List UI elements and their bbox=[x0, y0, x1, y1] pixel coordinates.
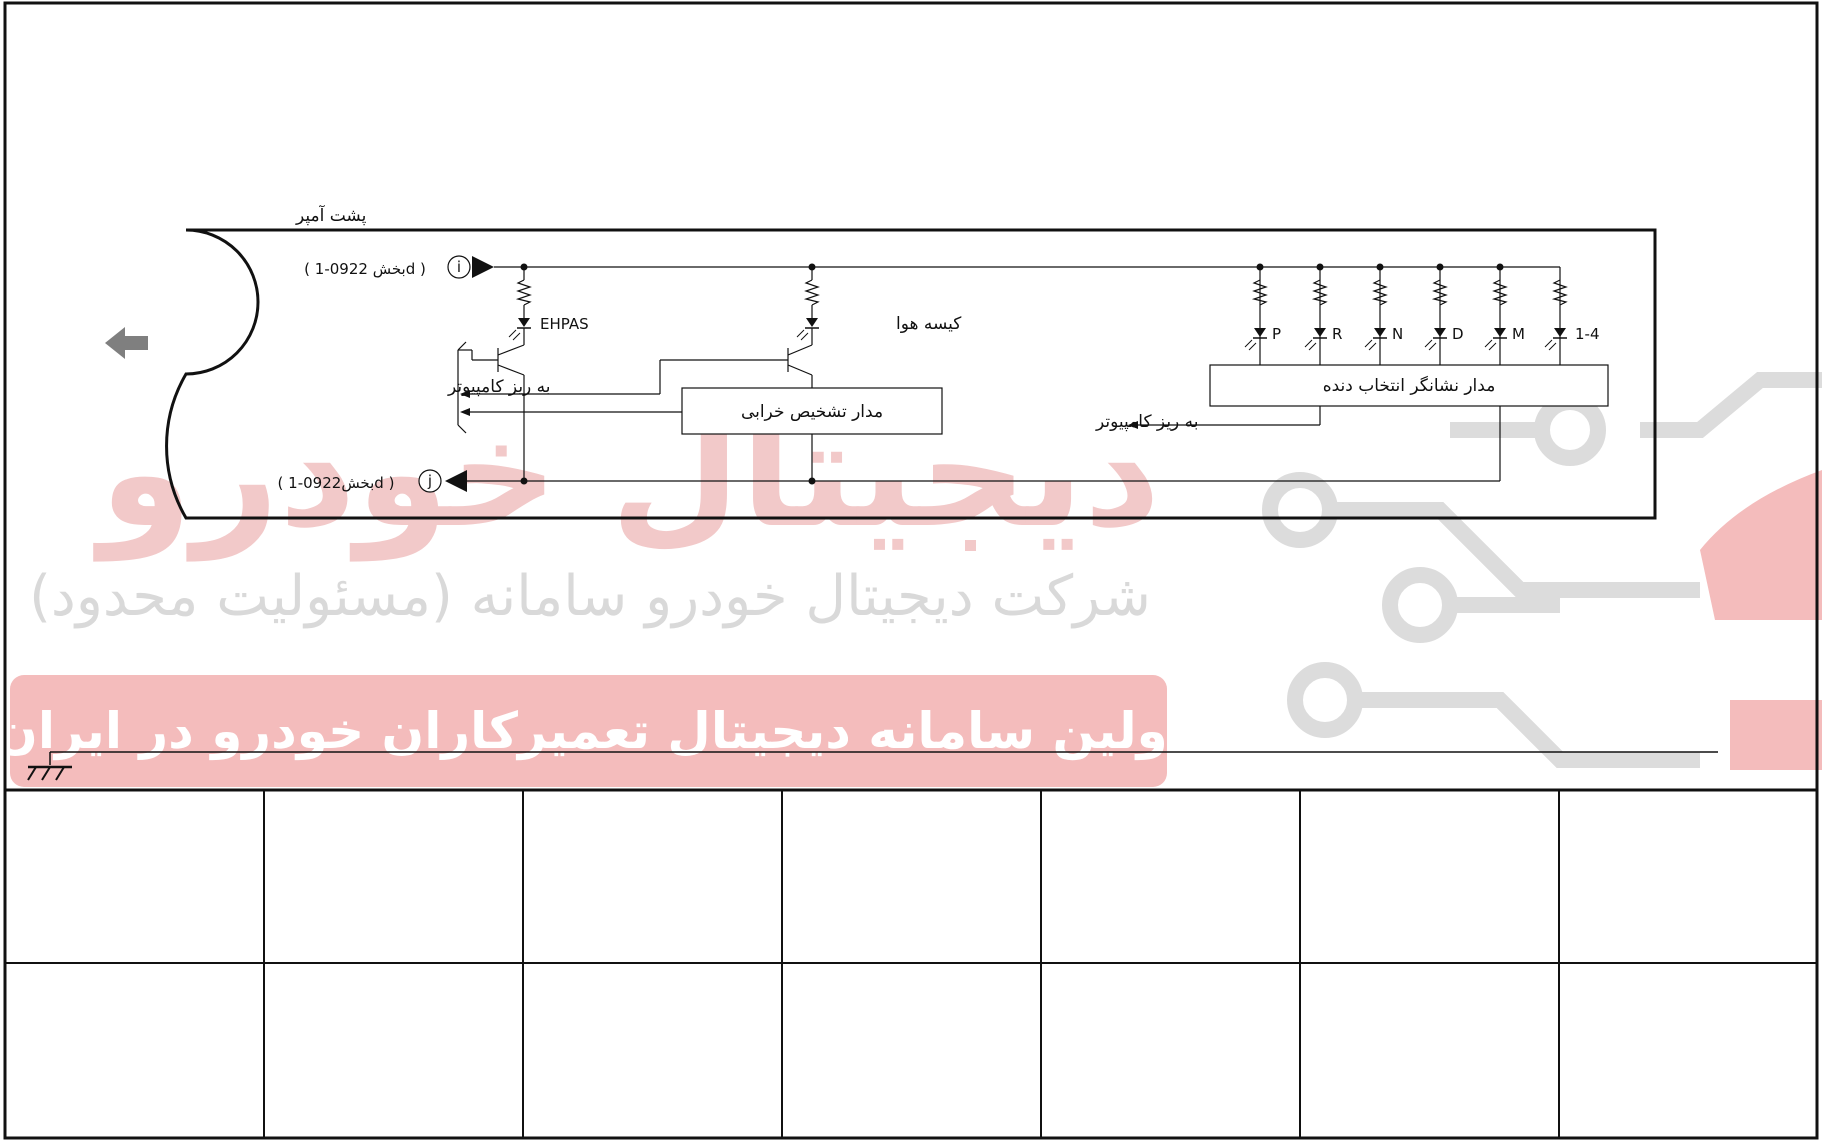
amp-back-label: پشت آمپر bbox=[295, 204, 367, 226]
watermark: دیجیتال خودرو شرکت دیجیتال خودرو سامانه … bbox=[0, 372, 1822, 787]
connector-i-label: ( بخش 0922-1d ) bbox=[304, 260, 426, 278]
resistor-airbag bbox=[803, 279, 820, 306]
resistor-p bbox=[1251, 279, 1268, 306]
page-frame bbox=[3, 1, 1819, 1140]
back-arrow-icon-shape bbox=[105, 327, 148, 359]
watermark-brand: دیجیتال خودرو bbox=[92, 387, 1160, 562]
gear-label-1-4: 1-4 bbox=[1575, 325, 1600, 343]
gear-label-d: D bbox=[1452, 325, 1464, 343]
gear-label-n: N bbox=[1392, 325, 1403, 343]
gear-leds bbox=[1244, 328, 1567, 351]
junction-dots bbox=[520, 263, 1504, 485]
connector-i: i ( بخش 0922-1d ) bbox=[304, 255, 494, 279]
resistor-n bbox=[1371, 279, 1388, 306]
resistor-r bbox=[1311, 279, 1328, 306]
car-logo-shape-2 bbox=[1730, 700, 1822, 770]
gear-label-r: R bbox=[1332, 325, 1342, 343]
led-n-icon bbox=[1364, 328, 1387, 351]
ehpas-label: EHPAS bbox=[540, 315, 589, 333]
led-airbag-icon bbox=[796, 318, 819, 341]
airbag-label: کیسه هوا bbox=[896, 314, 962, 334]
fault-diagnosis-block: مدار تشخیص خرابی bbox=[681, 387, 943, 435]
led-ehpas-icon bbox=[508, 318, 531, 341]
resistor-m bbox=[1491, 279, 1508, 306]
resistor-d bbox=[1431, 279, 1448, 306]
connector-j-letter: j bbox=[427, 472, 432, 490]
watermark-banner bbox=[10, 675, 1167, 787]
resistors bbox=[515, 279, 1568, 306]
car-logo-shape bbox=[1700, 470, 1822, 620]
watermark-company: شرکت دیجیتال خودرو سامانه (مسئولیت محدود… bbox=[29, 564, 1151, 629]
resistor-1-4 bbox=[1551, 279, 1568, 306]
resistor-ehpas bbox=[515, 279, 532, 306]
connector-j-label: ( بخش0922-1d ) bbox=[278, 474, 395, 492]
connector-j: j ( بخش0922-1d ) bbox=[278, 469, 467, 493]
led-m-icon bbox=[1484, 328, 1507, 351]
ecu-arrows bbox=[460, 390, 1138, 429]
gear-label-m: M bbox=[1512, 325, 1525, 343]
to-ecu-left-label: به ریز کامپیوتر bbox=[447, 377, 551, 397]
led-d-icon bbox=[1424, 328, 1447, 351]
ground-bar bbox=[27, 751, 1718, 781]
back-arrow-icon bbox=[105, 327, 148, 359]
gear-led-labels: P R N D M 1-4 bbox=[1272, 325, 1600, 343]
gear-indicator-block: مدار نشانگر انتخاب دنده bbox=[1209, 364, 1609, 407]
connector-i-letter: i bbox=[457, 258, 461, 276]
watermark-tagline: اولین سامانه دیجیتال تعمیرکاران خودرو در… bbox=[0, 702, 1185, 761]
led-p-icon bbox=[1244, 328, 1267, 351]
to-ecu-mid-label: به ریز کامپیوتر bbox=[1095, 412, 1199, 432]
gear-led-wires bbox=[1259, 267, 1561, 365]
gear-label-p: P bbox=[1272, 325, 1281, 343]
gear-indicator-label: مدار نشانگر انتخاب دنده bbox=[1323, 375, 1496, 396]
car-circuit-logo bbox=[1262, 372, 1822, 768]
led-1-4-icon bbox=[1544, 328, 1567, 351]
led-r-icon bbox=[1304, 328, 1327, 351]
fault-diagnosis-label: مدار تشخیص خرابی bbox=[741, 402, 883, 422]
instrument-cluster-outline bbox=[165, 228, 1657, 520]
